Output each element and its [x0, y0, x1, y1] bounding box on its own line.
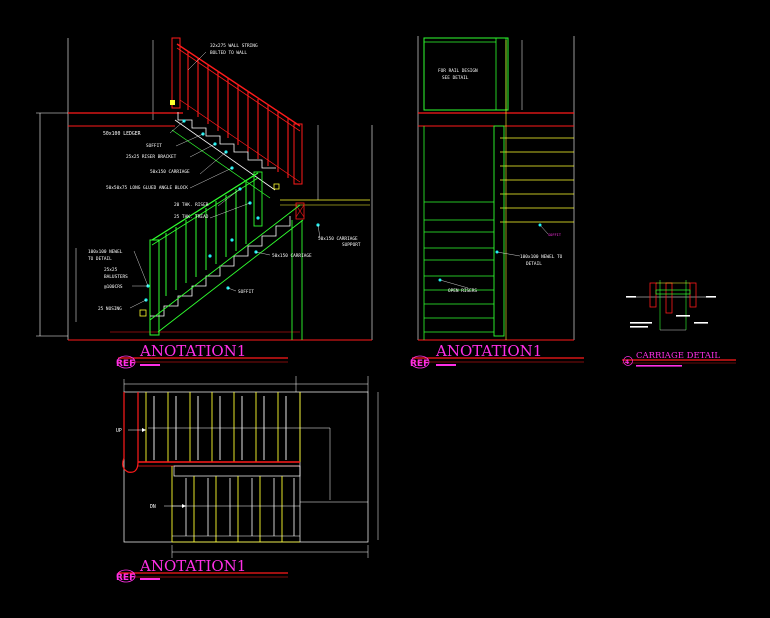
note-carriage-support-2: SUPPORT — [342, 242, 361, 248]
carriage-detail-title: CARRIAGE DETAIL — [636, 351, 720, 361]
note-nosing: 25 NOSING — [98, 306, 122, 312]
carriage-detail: 4 CARRIAGE DETAIL — [622, 280, 736, 367]
note-tread-thk: 25 THK. TREAD — [174, 214, 209, 220]
note-open-risers: OPEN RISERS — [448, 288, 477, 294]
note-angle-block: 50x50x75 LONG GLUED ANGLE BLOCK — [106, 185, 188, 191]
note-balusters-2: BALUSTERS — [104, 274, 128, 280]
side-elevation-ref: REF — [116, 359, 135, 369]
note-wall-string: 32x275 WALL STRING — [210, 43, 258, 49]
plan-ref: REF — [116, 573, 135, 583]
note-newel-2: TO DETAIL — [88, 256, 112, 262]
note-front-newel-2: DETAIL — [526, 261, 542, 267]
note-riser-thk: 20 THK. RISER — [174, 202, 209, 208]
side-elevation: 32x275 WALL STRING BOLTED TO WALL 50x100… — [36, 37, 373, 369]
note-soffit-top: SOFFIT — [146, 143, 162, 149]
note-front-newel-1: 100x100 NEWEL TO — [520, 254, 563, 260]
note-riser-bracket: 25x25 RISER BRACKET — [126, 154, 177, 160]
front-elevation: FOR RAIL DESIGN SEE DETAIL SOFFIT 100x10… — [410, 36, 584, 369]
note-wall-string-2: BOLTED TO WALL — [210, 50, 247, 56]
note-soffit-low: SOFFIT — [238, 289, 254, 295]
side-elevation-title: ANOTATION1 — [139, 342, 246, 360]
note-newel: 100x100 NEWEL — [88, 249, 123, 255]
plan-up-label: UP — [116, 428, 122, 434]
note-carriage-low: 50x150 CARRIAGE — [272, 253, 312, 259]
note-carriage-support: 50x150 CARRIAGE — [318, 236, 358, 242]
note-balusters-1: 25x25 — [104, 267, 118, 273]
front-elevation-ref: REF — [410, 359, 429, 369]
plan-dn-label: DN — [150, 504, 156, 510]
carriage-detail-marker: 4 — [625, 359, 629, 366]
note-balusters-3: @100CRS — [104, 284, 123, 290]
note-rail-design-2: SEE DETAIL — [442, 75, 469, 81]
stair-plan: UP DN REF ANOTATION1 — [116, 376, 379, 583]
note-ledger: 50x100 LEDGER — [103, 131, 141, 137]
front-elevation-title: ANOTATION1 — [435, 342, 542, 360]
note-rail-design-1: FOR RAIL DESIGN — [438, 68, 478, 74]
note-carriage: 50x150 CARRIAGE — [150, 169, 190, 175]
note-front-soffit: SOFFIT — [548, 233, 562, 237]
plan-title: ANOTATION1 — [139, 557, 246, 575]
